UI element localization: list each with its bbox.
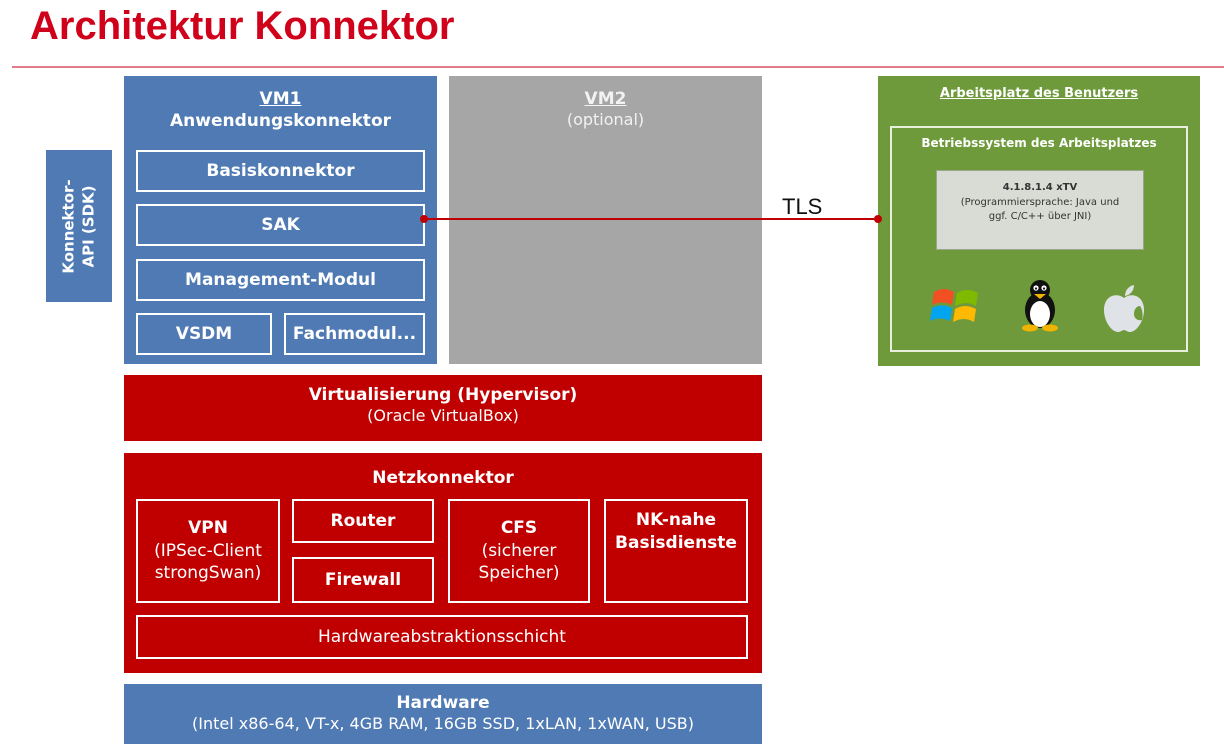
workstation-title: Arbeitsplatz des Benutzers	[939, 86, 1139, 101]
xtv-language-line1: (Programmiersprache: Java und	[960, 196, 1120, 208]
tls-endpoint-workstation	[874, 215, 882, 223]
page-title: Architektur Konnektor	[30, 4, 455, 48]
konnektor-api-box: Konnektor- API (SDK)	[46, 150, 112, 302]
hypervisor-title: Virtualisierung (Hypervisor)	[308, 385, 578, 405]
management-modul-box: Management-Modul	[136, 259, 425, 301]
hardware-subtitle: (Intel x86-64, VT-x, 4GB RAM, 16GB SSD, …	[192, 714, 694, 734]
netzkonnektor-container: Netzkonnektor	[124, 453, 762, 673]
hardware-title: Hardware	[396, 693, 490, 713]
vm1-subtitle: Anwendungskonnektor	[169, 111, 392, 132]
hal-box: Hardwareabstraktionsschicht	[136, 615, 748, 659]
xtv-title: 4.1.8.1.4 xTV	[1002, 182, 1078, 193]
vm1-title: VM1	[259, 89, 302, 109]
vpn-box: VPN (IPSec-Client strongSwan)	[136, 499, 280, 603]
cfs-title: CFS	[500, 517, 538, 538]
xtv-box: 4.1.8.1.4 xTV (Programmiersprache: Java …	[936, 170, 1144, 250]
apple-icon	[1104, 285, 1144, 332]
tls-label: TLS	[782, 194, 823, 219]
linux-icon	[1022, 280, 1058, 332]
tls-endpoint-sak	[420, 215, 428, 223]
cfs-line2: Speicher)	[478, 563, 560, 584]
cfs-box: CFS (sicherer Speicher)	[448, 499, 590, 603]
vpn-line1: (IPSec-Client	[154, 540, 262, 561]
vpn-line2: strongSwan)	[154, 563, 262, 584]
vm1-container: VM1 Anwendungskonnektor	[124, 76, 437, 364]
nk-basisdienste-box: NK-nahe Basisdienste	[604, 499, 748, 603]
hardware-box: Hardware (Intel x86-64, VT-x, 4GB RAM, 1…	[124, 684, 762, 744]
router-box: Router	[292, 499, 434, 543]
xtv-language-line2: ggf. C/C++ über JNI)	[988, 211, 1092, 222]
windows-icon	[930, 289, 978, 322]
nk-line2: Basisdienste	[615, 532, 737, 553]
firewall-box: Firewall	[292, 557, 434, 603]
hypervisor-box: Virtualisierung (Hypervisor) (Oracle Vir…	[124, 375, 762, 441]
hypervisor-subtitle: (Oracle VirtualBox)	[367, 406, 519, 426]
vpn-title: VPN	[188, 517, 228, 538]
title-divider	[12, 66, 1224, 68]
netzkonnektor-title: Netzkonnektor	[372, 468, 514, 488]
nk-line1: NK-nahe	[635, 510, 717, 530]
cfs-line1: (sicherer	[481, 540, 557, 561]
tls-connection-line	[424, 218, 878, 220]
vm2-subtitle: (optional)	[566, 110, 645, 130]
vm2-title: VM2	[584, 89, 627, 109]
os-title: Betriebssystem des Arbeitsplatzes	[921, 136, 1157, 150]
vsdm-box: VSDM	[136, 313, 272, 355]
fachmodul-box: Fachmodul...	[284, 313, 425, 355]
vm2-container: VM2 (optional)	[449, 76, 762, 364]
konnektor-api-label: Konnektor- API (SDK)	[59, 178, 98, 274]
basiskonnektor-box: Basiskonnektor	[136, 150, 425, 192]
os-container: Betriebssystem des Arbeitsplatzes	[890, 126, 1188, 352]
sak-box: SAK	[136, 204, 425, 246]
